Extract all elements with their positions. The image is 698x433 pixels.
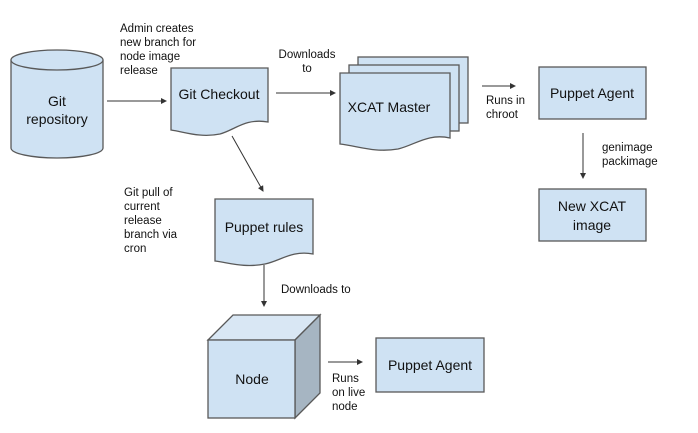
node-cube[interactable]: Node <box>206 313 322 420</box>
label-node-to-agent: Runs on live node <box>332 373 365 413</box>
puppet-rules-node[interactable]: Puppet rules <box>214 198 314 267</box>
edge-checkout-to-rules <box>231 135 264 192</box>
edge-label-line: node image <box>120 51 180 63</box>
edge-label-line: Downloads to <box>281 284 351 296</box>
edge-label-line: branch via <box>124 229 178 241</box>
edge-label-line: release <box>120 65 158 77</box>
xcat-master-node[interactable]: XCAT Master <box>339 56 469 151</box>
label-agent-to-image: genimage packimage <box>602 142 658 168</box>
new-xcat-image-node[interactable]: New XCAT image <box>538 188 647 242</box>
edge-label-line: current <box>124 201 161 213</box>
puppet-agent-live-label: Puppet Agent <box>388 357 472 373</box>
edge-label-line: Runs <box>332 373 359 385</box>
label-rules-to-node: Downloads to <box>281 284 351 296</box>
edge-label-line: genimage <box>602 142 653 154</box>
edge-label-line: release <box>124 215 162 227</box>
edge-label-line: Git pull of <box>124 187 173 199</box>
edge-label-line: to <box>302 63 312 75</box>
edge-label-line: node <box>332 401 358 413</box>
new-xcat-image-label-1: New XCAT <box>558 198 627 214</box>
label-xcat-to-agent: Runs in chroot <box>486 95 525 121</box>
edge-label-line: packimage <box>602 156 658 168</box>
git-checkout-label: Git Checkout <box>179 86 260 102</box>
edge-label-line: cron <box>124 243 146 255</box>
git-repository-label-1: Git <box>48 93 66 109</box>
edge-label-line: Runs in <box>486 95 525 107</box>
node-label: Node <box>235 371 269 387</box>
git-checkout-node[interactable]: Git Checkout <box>170 67 269 136</box>
puppet-agent-chroot-node[interactable]: Puppet Agent <box>538 66 647 120</box>
puppet-agent-chroot-label: Puppet Agent <box>550 85 634 101</box>
label-checkout-to-xcat: Downloads to <box>279 49 336 75</box>
puppet-agent-live-node[interactable]: Puppet Agent <box>375 337 485 393</box>
edge-label-line: on live <box>332 387 365 399</box>
edge-label-line: Downloads <box>279 49 336 61</box>
puppet-rules-label: Puppet rules <box>225 219 304 235</box>
git-repository-label-2: repository <box>26 111 87 127</box>
new-xcat-image-label-2: image <box>573 217 611 233</box>
label-checkout-to-rules: Git pull of current release branch via c… <box>124 187 178 255</box>
edge-label-line: new branch for <box>120 37 196 49</box>
edge-label-line: Admin creates <box>120 23 194 35</box>
edge-label-line: chroot <box>486 109 519 121</box>
git-repository-node[interactable]: Git repository <box>10 49 104 159</box>
label-repo-to-checkout: Admin creates new branch for node image … <box>120 23 196 77</box>
xcat-master-label: XCAT Master <box>348 99 431 115</box>
